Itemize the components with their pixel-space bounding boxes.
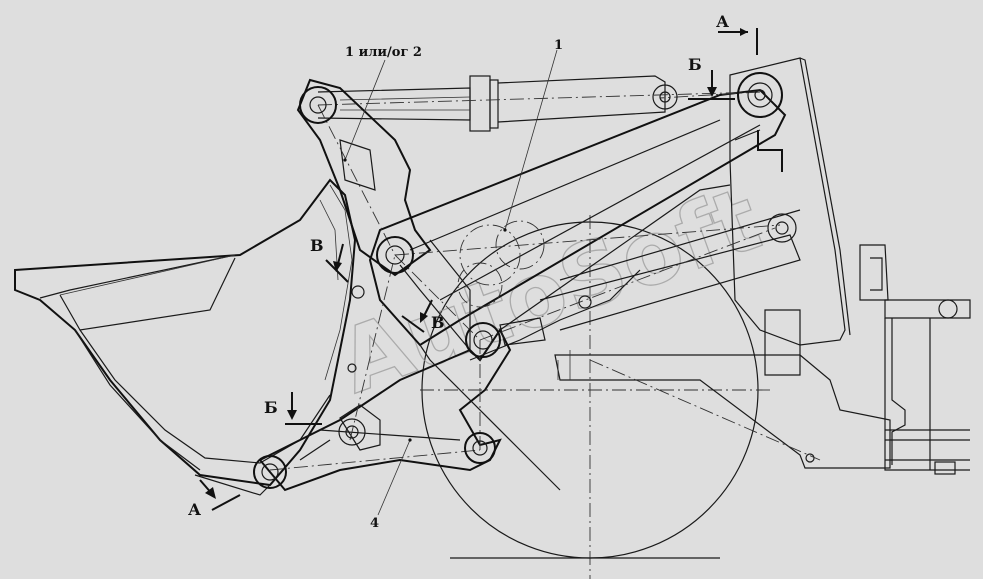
front-wheel <box>420 215 770 579</box>
leader-lines <box>343 49 558 516</box>
pin-arm-link <box>465 322 501 358</box>
bellcrank-lever <box>296 78 432 277</box>
pin-bucket-lower <box>253 455 287 489</box>
pin-lift-cylinder-frame <box>767 213 797 243</box>
section-label-a-bottom: А <box>188 500 201 519</box>
pin-lever-arm <box>376 236 414 274</box>
lower-link <box>258 239 512 492</box>
loader-frame <box>554 57 971 475</box>
arm-lower-contour <box>419 184 731 491</box>
watermark: AutoSoft <box>326 167 772 413</box>
bucket <box>14 178 357 496</box>
pivot-pins <box>253 72 797 489</box>
section-label-v-right: В <box>431 313 445 332</box>
callout-1: 1 <box>554 38 563 53</box>
callout-1-or-2: 1 или/ог 2 <box>345 45 422 60</box>
labels: 1 или/ог 2 1 4 А Б Б А В В <box>188 12 729 531</box>
pin-bucket-upper <box>351 285 365 299</box>
section-label-v-left: В <box>310 236 324 255</box>
pin-arm-frame <box>737 72 783 118</box>
section-label-b-top: Б <box>688 55 702 74</box>
section-markers <box>199 28 783 511</box>
tilt-cylinder <box>317 75 666 132</box>
lift-arm <box>368 88 801 347</box>
pin-link-end <box>464 432 496 464</box>
pin-link-mid <box>338 418 366 446</box>
dashed-hidden-circles <box>457 220 545 308</box>
centre-lines <box>269 91 821 471</box>
section-label-b-left: Б <box>264 398 278 417</box>
pin-tilt-cylinder-rod <box>299 86 337 124</box>
pin-tilt-cylinder-base <box>652 84 678 110</box>
callout-4: 4 <box>370 516 379 531</box>
section-label-a-top: А <box>716 12 729 31</box>
